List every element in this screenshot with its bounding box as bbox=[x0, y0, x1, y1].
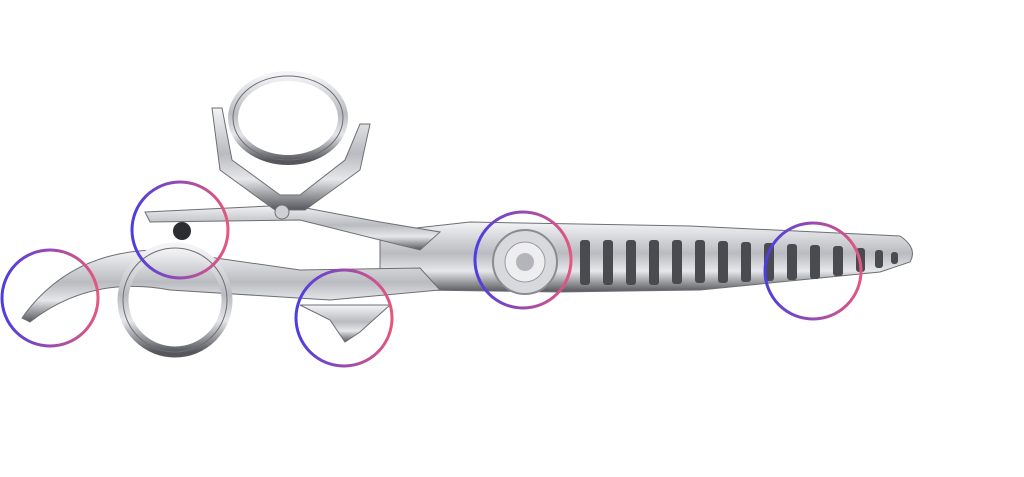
hotspot-rings bbox=[0, 180, 863, 368]
hotspot-ring-stopper bbox=[294, 268, 394, 368]
hotspot-ring-tang bbox=[0, 248, 100, 348]
hotspot-ring-teeth bbox=[763, 221, 863, 321]
thinning-teeth bbox=[580, 240, 898, 285]
ball-bearing bbox=[173, 222, 191, 240]
lower-handle bbox=[21, 249, 442, 323]
hotspot-ring-pivot bbox=[473, 210, 573, 310]
blade bbox=[379, 221, 913, 293]
hotspot-ring-thumb-rest bbox=[130, 180, 230, 280]
handle-stopper bbox=[299, 304, 392, 343]
